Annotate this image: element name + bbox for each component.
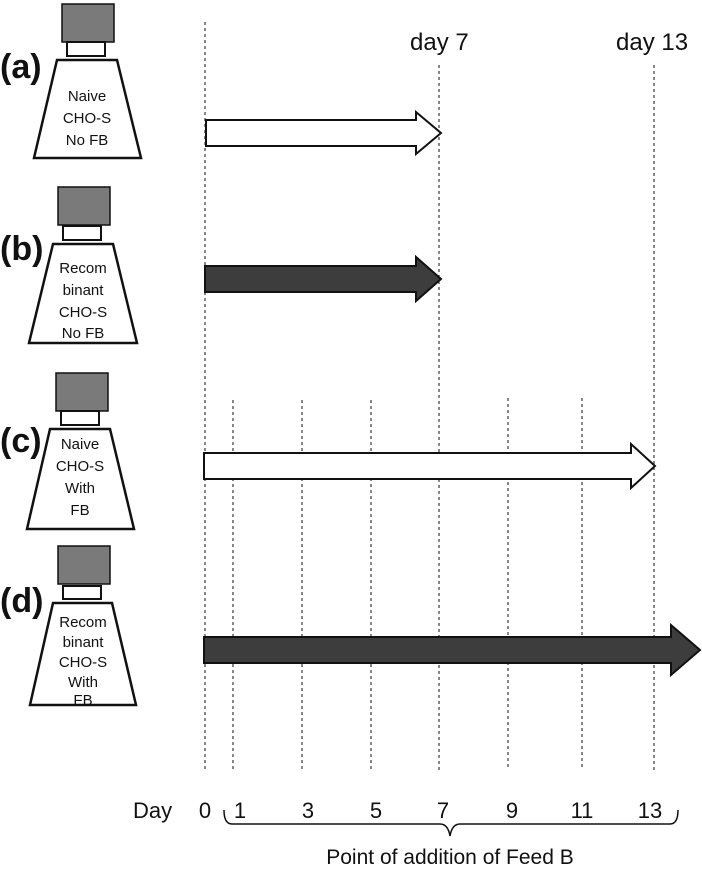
open-arrow-a: [205, 109, 443, 157]
panel-label-c: (c): [0, 422, 42, 460]
feed-brace: [223, 809, 679, 837]
flask-cap: [55, 372, 109, 412]
flask-line: CHO-S: [59, 304, 107, 321]
flask-body: [27, 242, 139, 345]
axis-tick-5: 5: [370, 798, 382, 823]
flask-body: [28, 601, 138, 707]
flask-body: [25, 427, 136, 531]
flask-c: Naive CHO-S With FB: [25, 372, 136, 531]
flask-neck: [60, 410, 100, 426]
axis-tick-1: 1: [234, 798, 246, 823]
flask-neck: [62, 585, 102, 600]
flask-neck: [62, 225, 102, 241]
panel-d: (d) Recom binant CHO-S With FB: [0, 545, 702, 709]
flask-line: Naive: [61, 436, 99, 453]
flask-b: Recom binant CHO-S No FB: [27, 186, 139, 345]
panel-label-d: (d): [0, 582, 43, 620]
axis-label-day: Day: [133, 798, 172, 823]
day-7-header: day 7: [410, 29, 469, 56]
flask-body: [32, 58, 143, 160]
flask-line: FB: [73, 692, 92, 709]
flask-line: No FB: [62, 325, 105, 342]
flask-line: binant: [63, 282, 105, 299]
flask-cap: [57, 186, 111, 226]
flask-a: Naive CHO-S No FB: [32, 3, 143, 160]
axis-tick-3: 3: [302, 798, 314, 823]
flask-cap: [57, 545, 111, 585]
day-axis: Day 0 1 3 5 7 9 11 13: [133, 798, 662, 823]
flask-line: With: [65, 480, 95, 497]
flask-line: CHO-S: [56, 458, 104, 475]
flask-cap: [61, 3, 115, 43]
flask-d: Recom binant CHO-S With FB: [28, 545, 138, 709]
panel-b: (b) Recom binant CHO-S No FB: [0, 186, 443, 345]
flask-line: CHO-S: [59, 654, 107, 671]
flask-line: binant: [63, 634, 105, 651]
flask-line: CHO-S: [63, 110, 111, 127]
flask-line: No FB: [66, 132, 109, 149]
filled-arrow-b: [204, 254, 443, 304]
filled-arrow-d: [203, 622, 702, 678]
flask-neck: [66, 41, 106, 57]
flask-line: With: [68, 674, 98, 691]
axis-tick-13: 13: [638, 798, 662, 823]
panel-label-b: (b): [0, 230, 43, 268]
panel-a: (a) Naive CHO-S No FB: [0, 3, 443, 160]
panel-label-a: (a): [0, 48, 42, 86]
flask-line: FB: [70, 502, 89, 519]
panel-c: (c) Naive CHO-S With FB: [0, 372, 657, 531]
axis-tick-7: 7: [437, 798, 449, 823]
axis-tick-9: 9: [506, 798, 518, 823]
flask-line: Recom: [59, 260, 107, 277]
axis-tick-0: 0: [199, 798, 211, 823]
day-13-header: day 13: [616, 29, 688, 56]
flask-line: Recom: [59, 614, 107, 631]
axis-tick-11: 11: [571, 798, 594, 823]
open-arrow-c: [203, 441, 657, 491]
flask-line: Naive: [68, 88, 106, 105]
feed-caption: Point of addition of Feed B: [326, 846, 574, 869]
